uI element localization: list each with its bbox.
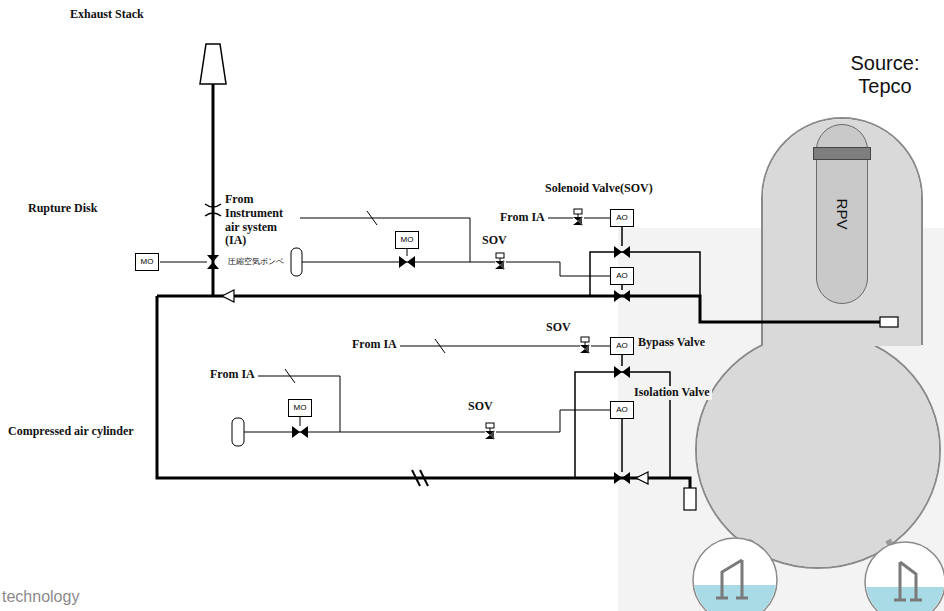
actuator-box: AO — [610, 401, 634, 419]
drywell-nozzle — [880, 317, 898, 327]
air-cylinder — [232, 418, 244, 446]
vessel-label: RPV — [834, 199, 851, 230]
actuator-label: MO — [401, 235, 414, 244]
mo-valve — [160, 255, 219, 269]
part-label: SOV — [468, 400, 493, 414]
solenoid-valve — [573, 209, 583, 226]
part-label-japanese: 圧縮空気ボンベ — [228, 257, 284, 266]
mo-valve — [292, 426, 308, 438]
part-label: Compressed air cylinder — [8, 425, 134, 439]
bypass-valve — [614, 366, 630, 378]
actuator-box: AO — [610, 337, 634, 355]
part-label: From IA — [500, 211, 545, 225]
rupture-disk — [205, 204, 221, 216]
actuator-label: MO — [294, 403, 307, 412]
pipe-reducer — [222, 290, 234, 302]
suppression-chamber — [693, 538, 944, 611]
part-label: Solenoid Valve(SOV) — [545, 182, 653, 196]
part-label: From IA — [210, 368, 255, 382]
air-cylinder — [291, 248, 302, 276]
actuator-box: MO — [288, 399, 312, 417]
actuator-label: AO — [616, 405, 628, 414]
actuator-box: AO — [610, 209, 634, 227]
pipe-reducer — [636, 472, 648, 484]
mo-valve — [399, 256, 415, 268]
control-air-line — [244, 339, 611, 432]
actuator-box: MO — [135, 253, 159, 271]
check-valve — [412, 470, 428, 486]
reactor-pressure-vessel: RPV — [816, 124, 868, 304]
part-label: Rupture Disk — [28, 202, 97, 216]
control-air-line — [300, 211, 611, 276]
ao-valve — [614, 246, 630, 258]
actuator-box: AO — [610, 267, 634, 285]
part-label: SOV — [546, 321, 571, 335]
footer-text: technology — [2, 588, 79, 606]
part-label: SOV — [482, 234, 507, 248]
solenoid-valve — [495, 253, 505, 270]
isolation-valve — [614, 472, 630, 484]
actuator-label: MO — [141, 257, 154, 266]
part-label: From IA — [352, 338, 397, 352]
actuator-box: MO — [395, 231, 419, 249]
actuator-label: AO — [616, 271, 628, 280]
primary-containment — [696, 118, 940, 568]
vent-pipe — [157, 84, 880, 488]
drywell-vent-branch — [590, 227, 700, 296]
part-label: Bypass Valve — [638, 336, 705, 350]
ao-valve — [614, 290, 630, 302]
stack-label: Exhaust Stack — [70, 8, 144, 22]
wetwell-vent-branch — [575, 355, 670, 478]
actuator-label: AO — [616, 341, 628, 350]
source-note: Source: Tepco — [835, 52, 935, 98]
vessel-flange — [813, 147, 871, 160]
part-label: Isolation Valve — [632, 386, 712, 400]
solenoid-valve — [485, 423, 495, 440]
part-label: From Instrument air system (IA) — [225, 193, 297, 248]
actuator-label: AO — [616, 213, 628, 222]
exhaust-stack — [200, 44, 226, 84]
wetwell-nozzle — [684, 488, 696, 510]
solenoid-valve — [580, 337, 590, 354]
